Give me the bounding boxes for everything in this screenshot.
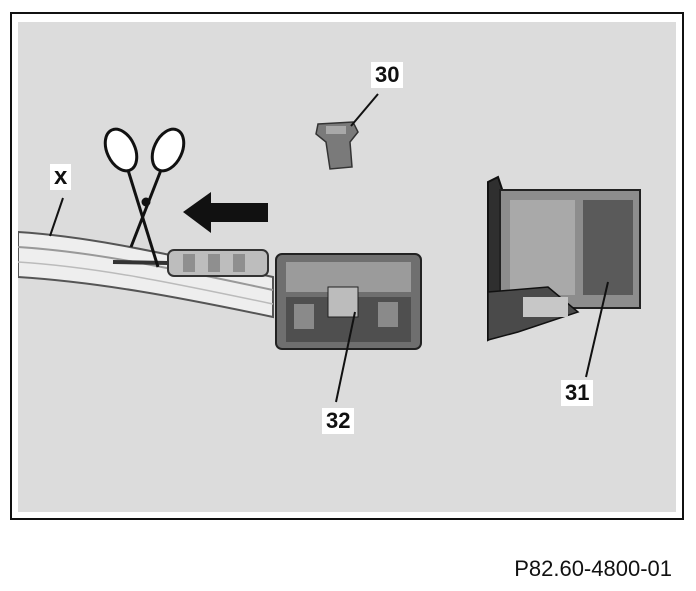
photo-drawing — [18, 22, 676, 512]
callout-31: 31 — [561, 380, 594, 406]
leader-30 — [350, 93, 379, 127]
callout-x: x — [50, 164, 72, 190]
figure-id: P82.60-4800-01 — [514, 556, 672, 581]
callout-30: 30 — [371, 62, 404, 88]
callout-32: 32 — [322, 408, 355, 434]
leader-32 — [335, 311, 356, 403]
terminal-pin — [112, 249, 269, 277]
housing-31 — [487, 175, 641, 342]
arrow-left-icon — [183, 192, 268, 233]
scissors-icon — [103, 127, 186, 268]
technical-photo — [18, 22, 676, 512]
connector-32 — [275, 253, 422, 350]
leader-x — [49, 197, 64, 237]
part-30 — [315, 121, 359, 170]
leader-31 — [585, 281, 609, 378]
